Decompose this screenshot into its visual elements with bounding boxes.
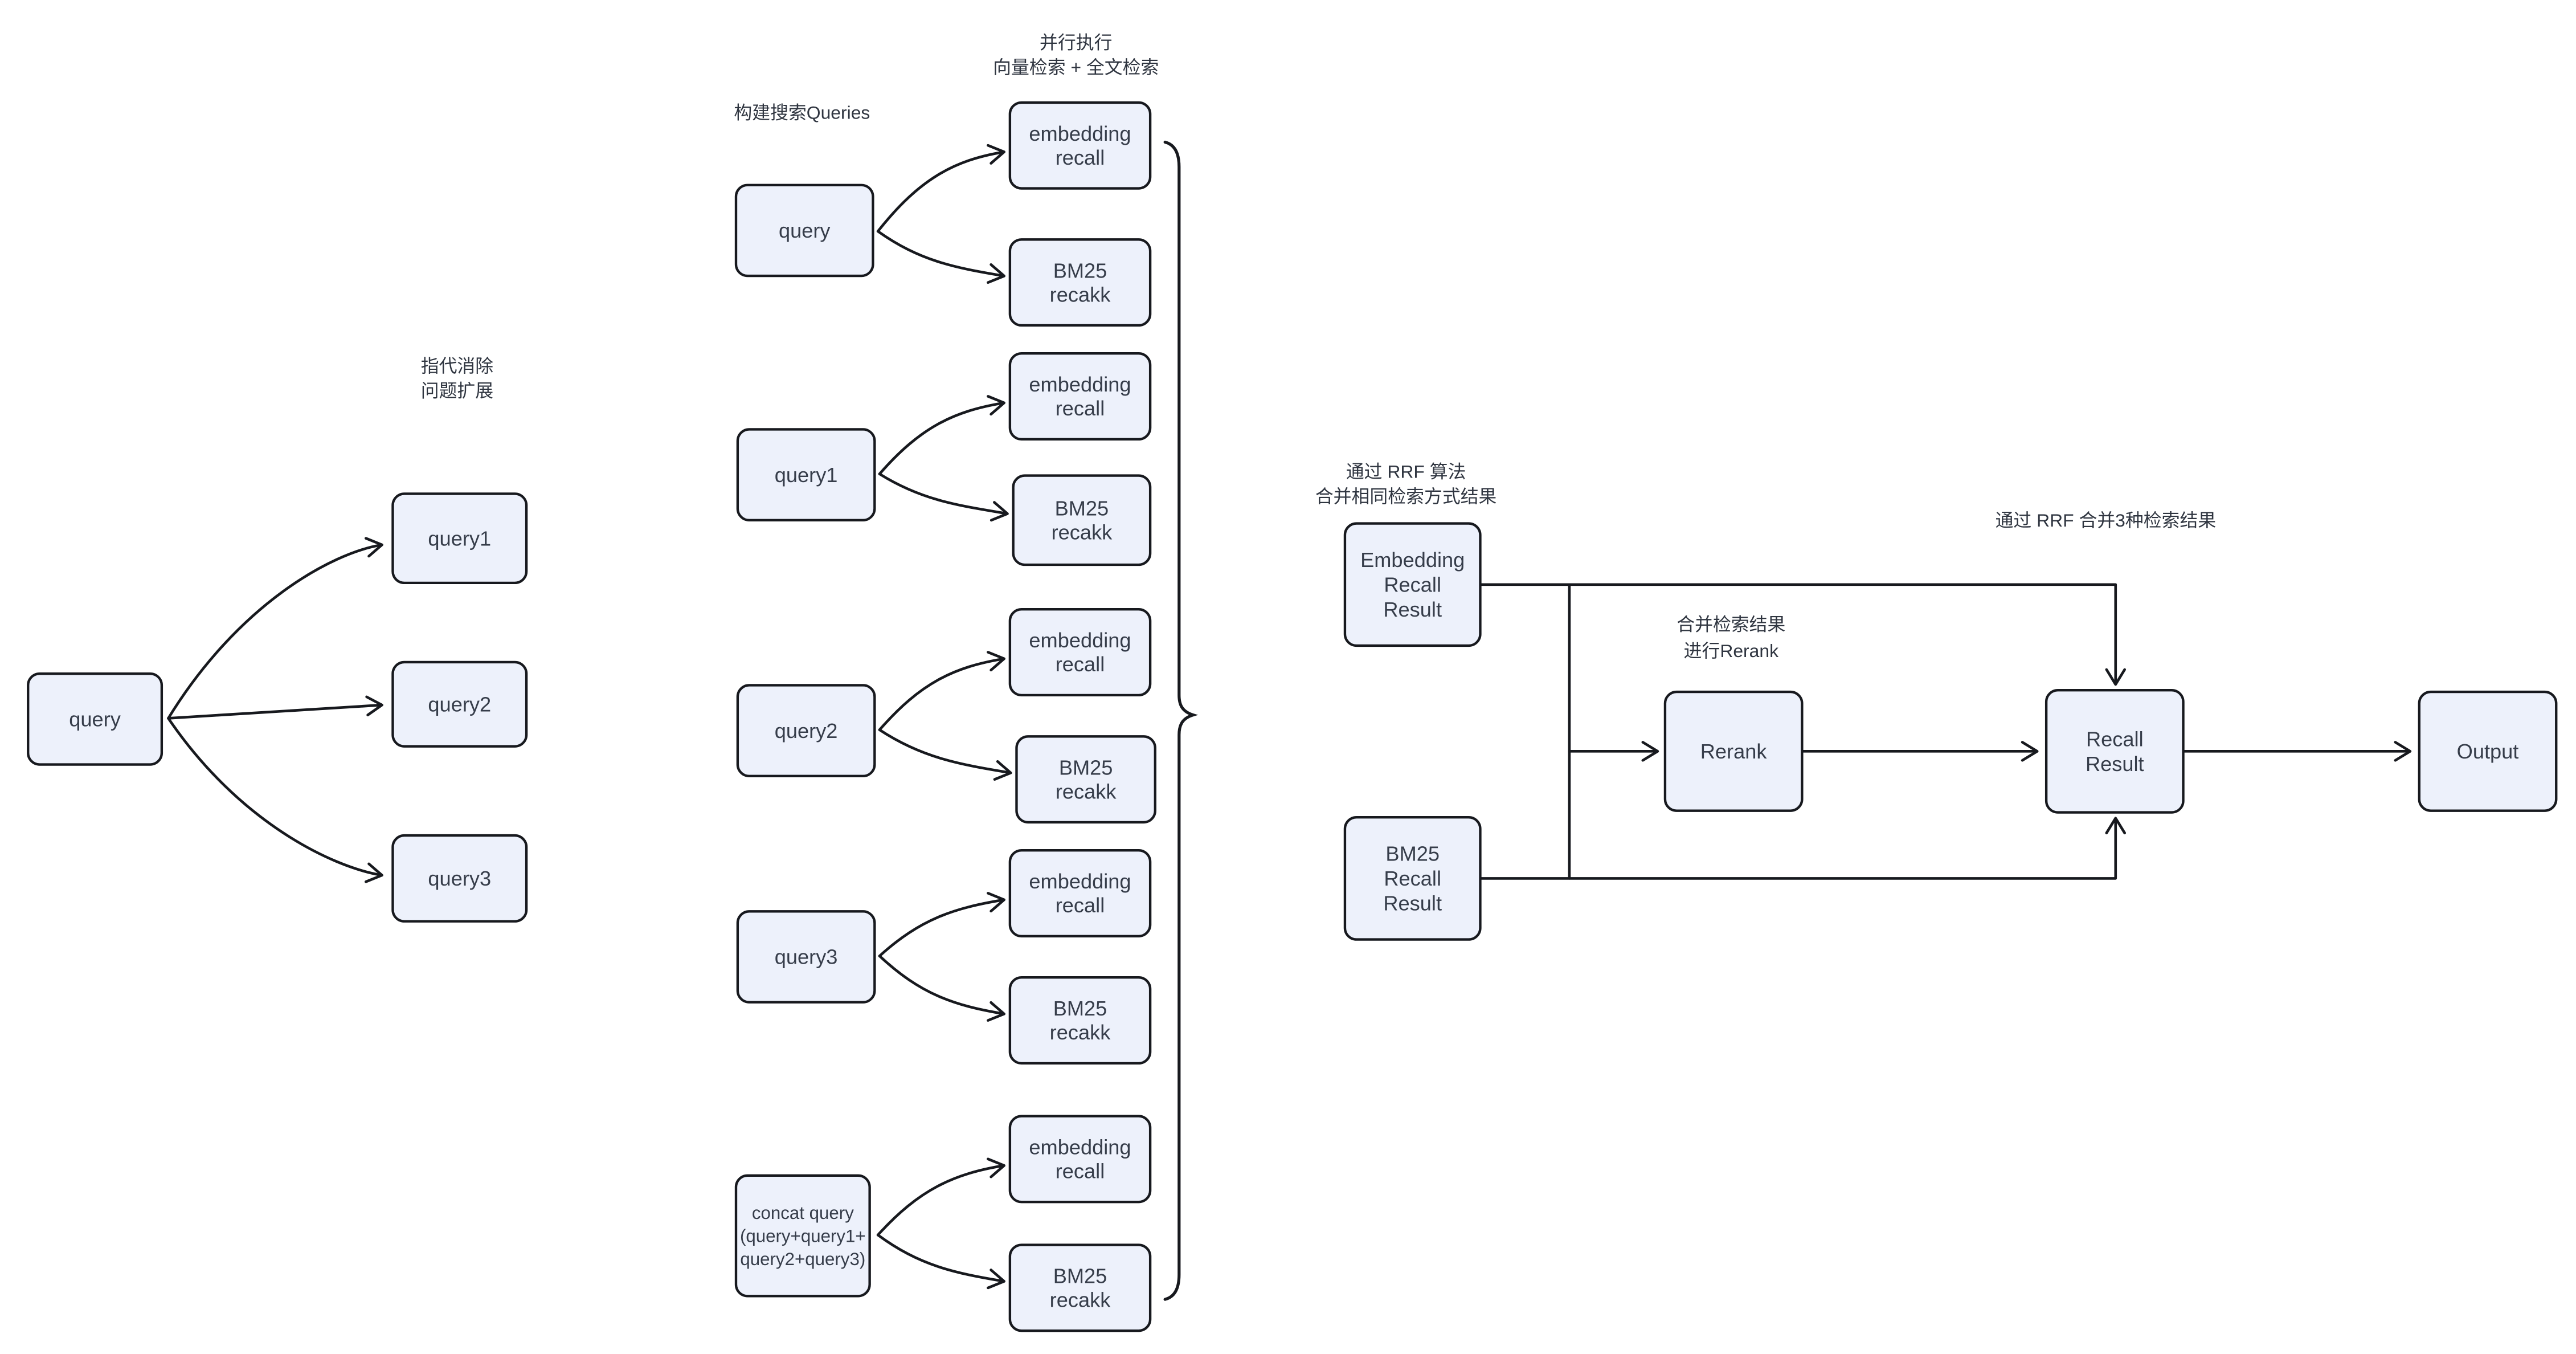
- edge-concat-to-bm5: [876, 1233, 1006, 1290]
- node-query3-label: query3: [428, 867, 491, 890]
- node-mid-query: query: [734, 183, 874, 278]
- ann-merge-rerank: 合并检索结果进行Rerank: [1677, 614, 1785, 660]
- node-query-source-box: [27, 672, 163, 766]
- edge-query-to-query3: [167, 717, 383, 883]
- node-rerank-box: [1663, 690, 1804, 812]
- edge-midquery1-to-emb2: [878, 395, 1006, 476]
- node-bm25-recall-2-box: [1012, 474, 1152, 566]
- node-bm25-recall-3-box: [1015, 735, 1156, 824]
- node-mid-query1-box: [736, 428, 876, 521]
- edge-midquery2-to-bm3: [878, 728, 1012, 781]
- ann-rrf-merge-3: 通过 RRF 合并3种检索结果: [1996, 510, 2217, 531]
- node-mid-query-box: [734, 183, 874, 278]
- edge-midquery-to-bm1: [876, 230, 1006, 284]
- node-rerank: Rerank: [1663, 690, 1804, 812]
- node-emb-recall-5-box: [1008, 1115, 1152, 1204]
- ann-build-queries: 构建搜索Queries: [734, 102, 870, 123]
- node-emb-recall-1-box: [1008, 101, 1152, 190]
- edge-midquery3-to-bm4: [878, 955, 1006, 1022]
- edge-midquery2-to-emb3: [878, 651, 1006, 732]
- parallel-group-brace-icon: [1163, 140, 1199, 1301]
- ann-coref-expand: 指代消除问题扩展: [421, 356, 494, 401]
- edge-query-to-query2: [167, 695, 383, 720]
- edge-concat-to-emb5: [876, 1157, 1006, 1237]
- node-query1-box: [391, 492, 528, 585]
- node-mid-query2-box: [736, 684, 876, 777]
- node-mid-query3-label: query3: [775, 945, 838, 969]
- node-concat-query-label: concat query(query+query1+query2+query3): [740, 1203, 866, 1269]
- node-query2: query2: [391, 660, 528, 748]
- node-emb-recall-3-box: [1008, 608, 1152, 697]
- node-emb-recall-4-box: [1008, 849, 1152, 937]
- edges-layer: [167, 144, 2412, 1290]
- brace-layer: [1163, 140, 1199, 1301]
- node-mid-query3-box: [736, 910, 876, 1004]
- node-mid-query3: query3: [736, 910, 876, 1004]
- node-concat-query: concat query(query+query1+query2+query3): [734, 1174, 871, 1298]
- node-bm25-recall-1-box: [1008, 238, 1152, 327]
- node-query1-label: query1: [428, 527, 491, 550]
- node-embedding-recall-result-box: [1343, 522, 1482, 647]
- node-query3: query3: [391, 834, 528, 923]
- edge-embres-to-recallresult: [1479, 583, 2127, 686]
- node-mid-query1: query1: [736, 428, 876, 521]
- node-query-source: query: [27, 672, 163, 766]
- node-output-label: Output: [2457, 740, 2519, 763]
- edge-midquery3-to-emb4: [878, 892, 1006, 957]
- node-mid-query2: query2: [736, 684, 876, 777]
- node-query-source-label: query: [69, 708, 121, 731]
- ann-rrf-merge-same: 通过 RRF 算法合并相同检索方式结果: [1315, 461, 1497, 506]
- node-mid-query1-label: query1: [775, 463, 838, 487]
- node-bm25-recall-4-box: [1008, 976, 1152, 1065]
- node-query2-label: query2: [428, 692, 491, 716]
- node-bm25-recall-5-box: [1008, 1243, 1152, 1332]
- node-concat-query-box: [734, 1174, 871, 1298]
- edge-query-to-query1: [167, 537, 383, 720]
- node-query2-box: [391, 660, 528, 748]
- edge-bm25res-to-recallresult: [1479, 817, 2127, 880]
- node-rerank-label: Rerank: [1700, 740, 1768, 763]
- node-query3-box: [391, 834, 528, 923]
- ann-parallel-exec: 并行执行向量检索 + 全文检索: [993, 32, 1159, 77]
- node-emb-recall-2-box: [1008, 352, 1152, 441]
- node-output: Output: [2418, 690, 2558, 812]
- node-recall-result-box: [2045, 689, 2185, 814]
- edge-midquery1-to-bm2: [878, 472, 1009, 522]
- node-mid-query-label: query: [779, 219, 831, 242]
- node-mid-query2-label: query2: [775, 719, 838, 743]
- node-query1: query1: [391, 492, 528, 585]
- edge-midquery-to-emb1: [876, 144, 1006, 233]
- node-bm25-recall-result-box: [1343, 816, 1482, 941]
- node-output-box: [2418, 690, 2558, 812]
